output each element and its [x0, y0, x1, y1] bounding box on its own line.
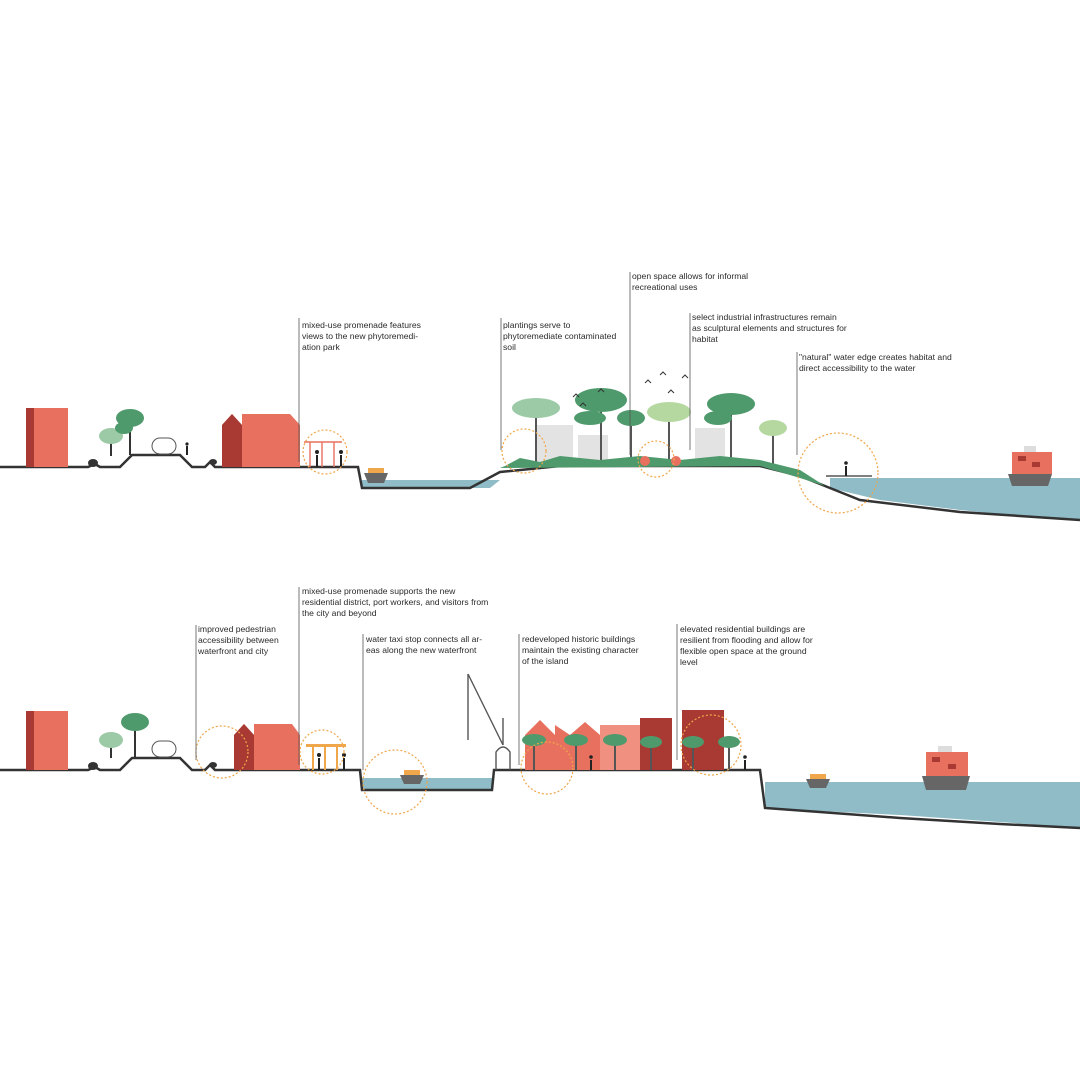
person-icon: [342, 753, 346, 770]
focus-circle: [520, 741, 574, 795]
top-annotation-lines: [298, 272, 798, 462]
person-icon: [743, 755, 747, 770]
tree-icon: [99, 428, 123, 456]
tree-icon: [512, 398, 560, 466]
annotation-promenade-residential: mixed-use promenade supports the new res…: [302, 586, 489, 618]
tree-icon: [115, 409, 144, 455]
person-icon: [844, 461, 848, 476]
person-icon: [339, 450, 343, 467]
tree-icon: [759, 420, 787, 468]
boat-icon: [806, 774, 830, 788]
annotation-elevated: elevated residential buildings are resil…: [680, 624, 813, 667]
focus-circle: [680, 714, 742, 776]
red-flower: [671, 456, 681, 466]
bottom-river-water: [765, 782, 1080, 828]
tree-icon: [99, 732, 123, 758]
bottom-section: [0, 587, 1080, 830]
person-icon: [317, 753, 321, 770]
boat-icon: [400, 770, 424, 784]
ship-icon: [1008, 446, 1052, 486]
bottom-bush: [209, 762, 217, 768]
annotation-industrial: select industrial infrastructures remain…: [692, 312, 847, 344]
top-section: [0, 272, 1080, 522]
bottom-canal-water: [362, 778, 492, 790]
person-icon: [589, 755, 593, 770]
bottom-promenade-building-shade: [234, 724, 254, 770]
grass-strip: [500, 456, 825, 486]
annotation-pedestrian: improved pedestrian accessibility betwee…: [198, 624, 279, 656]
bird-icon: [572, 371, 689, 407]
focus-circle: [299, 729, 345, 775]
ship-icon: [922, 746, 970, 790]
bottom-tower-shade: [26, 711, 34, 770]
focus-circle: [302, 429, 348, 475]
top-bush: [209, 459, 217, 465]
bottom-bush: [88, 762, 98, 770]
tree-icon: [121, 713, 149, 758]
annotation-plantings: plantings serve to phytoremediate contam…: [503, 320, 617, 352]
annotation-natural-edge: "natural" water edge creates habitat and…: [799, 352, 952, 373]
person-icon: [315, 450, 319, 467]
top-bush: [88, 459, 98, 467]
bottom-annotation-lines: [195, 587, 678, 770]
bottom-ground-line: [0, 756, 1080, 830]
focus-circle: [362, 749, 428, 815]
person-icon: [185, 442, 189, 455]
top-pergola: [304, 441, 342, 467]
focus-circle: [501, 428, 547, 474]
focus-circle: [797, 432, 879, 514]
tree-icon: [574, 388, 627, 466]
annotation-historic: redeveloped historic buildings maintain …: [522, 634, 639, 666]
top-river-water: [830, 478, 1080, 520]
bottom-pergola: [306, 744, 346, 770]
top-tower-shade: [26, 408, 34, 467]
red-flower: [640, 456, 650, 466]
boat-icon: [364, 468, 388, 483]
crane-icon: [467, 673, 511, 770]
tree-icon: [704, 393, 755, 466]
tram-icon: [151, 740, 177, 758]
annotation-water-taxi: water taxi stop connects all ar- eas alo…: [366, 634, 483, 655]
tram-icon: [151, 437, 177, 455]
top-promenade-building-shade: [222, 414, 242, 467]
annotation-promenade-phyto: mixed-use promenade features views to th…: [302, 320, 421, 352]
palm-tree-icon: [522, 734, 740, 770]
tree-icon: [647, 402, 691, 466]
focus-circle: [637, 440, 675, 478]
tree-icon: [617, 410, 645, 466]
annotation-open-space: open space allows for informal recreatio…: [632, 271, 749, 292]
top-canal-water: [362, 480, 500, 488]
